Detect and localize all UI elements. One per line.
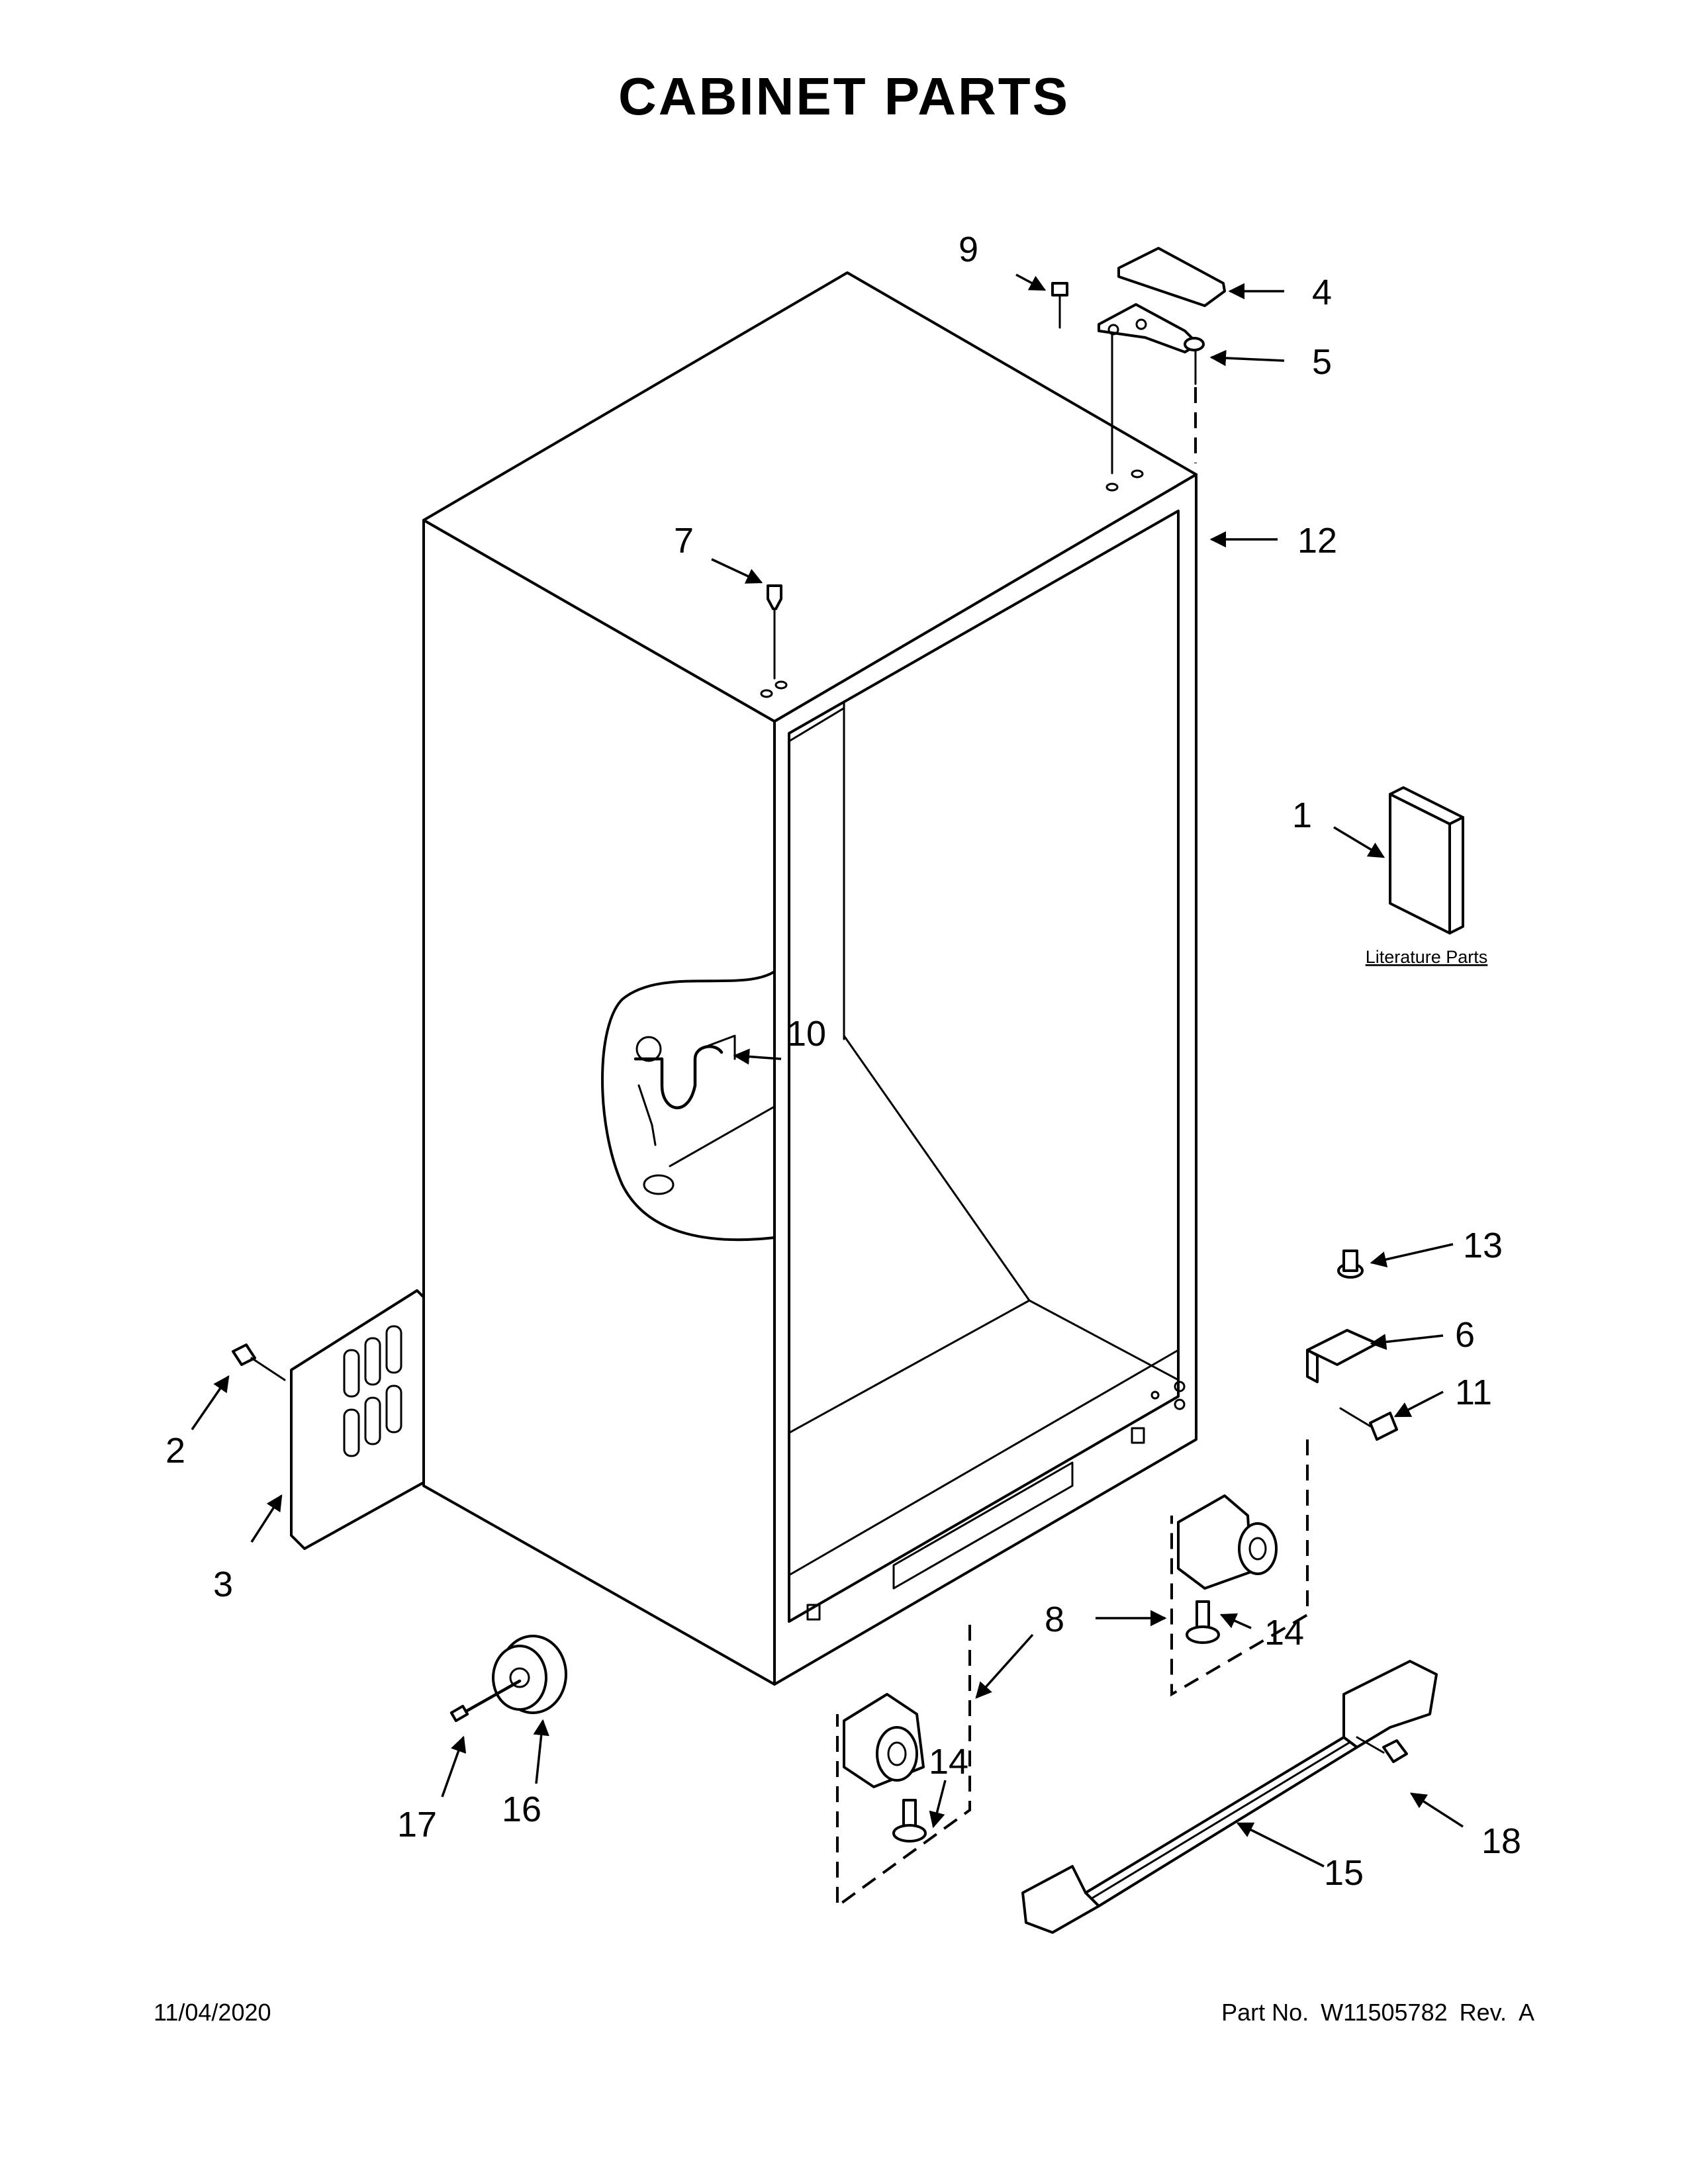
rear-panel <box>232 1289 425 1550</box>
part-no-value: W11505782 <box>1321 1999 1448 2026</box>
callout-11: 11 <box>1455 1373 1492 1412</box>
vent-slots <box>343 1325 402 1457</box>
literature-book: Literature Parts <box>1366 786 1488 967</box>
part-no-label: Part No. <box>1221 1999 1309 2026</box>
callout-14-right: 14 <box>1264 1613 1304 1653</box>
callout-10: 10 <box>786 1014 826 1054</box>
literature-parts-label: Literature Parts <box>1366 947 1488 967</box>
footer-date: 11/04/2020 <box>154 1999 271 2026</box>
callout-3: 3 <box>213 1565 233 1604</box>
page-title: CABINET PARTS <box>618 67 1070 126</box>
callout-13: 13 <box>1463 1226 1503 1265</box>
footer-part-number: Part No. W11505782 Rev. A <box>1209 1999 1534 2026</box>
callout-9: 9 <box>959 230 978 269</box>
callout-8: 8 <box>1045 1600 1064 1639</box>
rev-label: Rev. <box>1459 1999 1507 2026</box>
callout-17: 17 <box>397 1805 437 1844</box>
drain-cutaway <box>601 970 776 1242</box>
callout-15: 15 <box>1324 1853 1364 1893</box>
rev-value: A <box>1518 1999 1534 2026</box>
wheel-16-17 <box>449 1635 567 1723</box>
cabinet-body <box>422 271 1197 1686</box>
callout-7: 7 <box>674 521 694 561</box>
toe-grille <box>1021 1660 1438 1934</box>
callout-12: 12 <box>1297 521 1337 561</box>
callout-1: 1 <box>1292 796 1312 835</box>
callout-18: 18 <box>1481 1821 1521 1861</box>
callout-16: 16 <box>502 1790 541 1829</box>
hinge-assembly <box>1051 247 1226 475</box>
roller-bracket-left <box>836 1625 971 1909</box>
callout-2: 2 <box>165 1431 185 1471</box>
bracket-13-6-11 <box>1306 1250 1398 1441</box>
pin-part-7 <box>767 584 782 680</box>
callout-labels: 9 4 5 7 12 1 10 13 6 11 2 3 8 14 14 18 1… <box>165 230 1521 1893</box>
roller-bracket-right <box>1170 1439 1309 1697</box>
callout-5: 5 <box>1312 342 1332 382</box>
callout-arrows <box>191 273 1464 1868</box>
callout-4: 4 <box>1312 273 1332 312</box>
callout-14-left: 14 <box>929 1742 968 1782</box>
callout-6: 6 <box>1455 1315 1475 1355</box>
